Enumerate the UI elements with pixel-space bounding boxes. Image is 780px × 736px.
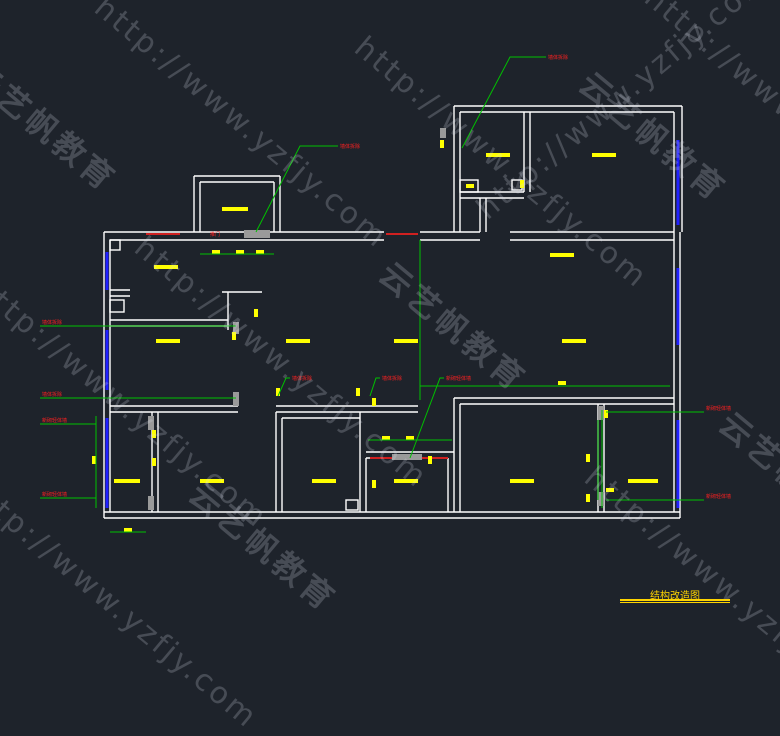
title-underline-thin (620, 602, 730, 603)
annotations: 墙体拆除 墙体拆除 墙体拆除 墙体拆除 墙体拆除 新砌轻体墙 新砌轻体墙 新砌轻… (42, 54, 731, 500)
fixtures (92, 140, 658, 532)
annotation-7: 新砌轻体墙 (42, 491, 67, 498)
annotation-3: 墙体拆除 (42, 319, 62, 326)
floor-plan-drawing: 墙体拆除 墙体拆除 墙体拆除 墙体拆除 墙体拆除 新砌轻体墙 新砌轻体墙 新砌轻… (40, 54, 731, 533)
annotation-10: 新砌轻体墙 (706, 493, 731, 500)
annotation-11: 墙体拆除 (382, 375, 402, 382)
annotation-1: 墙体拆除 (340, 143, 360, 150)
drawing-title-block: 结构改造图 (620, 584, 730, 603)
title-underline-thick (620, 599, 730, 601)
annotation-9: 新砌轻体墙 (706, 405, 731, 412)
new-walls (148, 128, 604, 510)
annotation-5: 墙体拆除 (292, 375, 312, 382)
walls (103, 105, 683, 519)
leader-lines (40, 56, 704, 533)
annotation-4: 墙体拆除 (42, 391, 62, 398)
drawing-title: 结构改造图 (650, 591, 700, 602)
annotation-2: 墙体拆除 (548, 54, 568, 61)
demolished-walls (146, 233, 448, 459)
annotation-6: 新砌轻体墙 (42, 417, 67, 424)
windows (105, 140, 680, 508)
door-label: 推门 (210, 231, 220, 238)
annotation-8: 新砌轻体墙 (446, 375, 471, 382)
